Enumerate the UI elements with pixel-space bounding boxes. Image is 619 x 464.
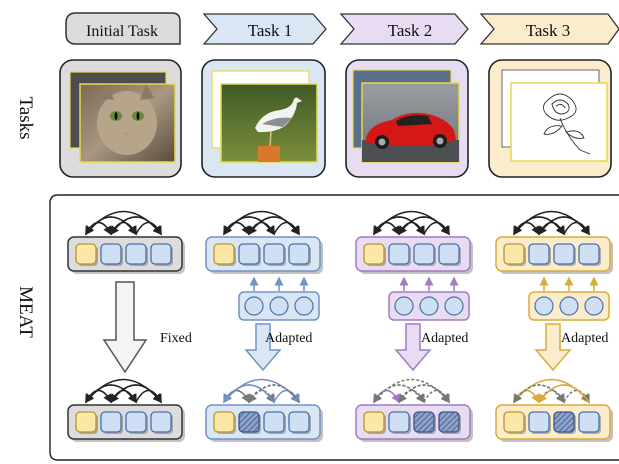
task-1-header: Task 1 (202, 13, 327, 45)
adapted-arrow (534, 323, 572, 372)
cls-token (363, 243, 385, 265)
task-1-card (201, 59, 326, 178)
adapter-unit (584, 296, 604, 316)
patch-token (528, 411, 550, 433)
attention-arc (398, 384, 450, 404)
patch-token (288, 411, 310, 433)
cls-token (75, 243, 97, 265)
attention-arc (373, 216, 425, 236)
patch-token (125, 411, 147, 433)
adapter-unit (394, 296, 414, 316)
attention-arc (538, 389, 565, 404)
task-2-card (345, 59, 469, 178)
patch-token (553, 243, 575, 265)
task-2-label: Task 2 (388, 21, 433, 40)
seagull-image (220, 83, 318, 163)
attention-arc (273, 389, 300, 404)
red-car-image (361, 82, 460, 163)
attention-arc (110, 216, 162, 236)
attention-arc (538, 384, 590, 404)
patch-token (528, 243, 550, 265)
task-3-label: Task 3 (526, 21, 571, 40)
adapter-unit (559, 296, 579, 316)
meat-row-label: MEAT (15, 286, 36, 338)
attention-arc (513, 384, 565, 404)
patch-token (578, 411, 600, 433)
patch-token (150, 411, 172, 433)
initial-task-label: Initial Task (86, 23, 158, 40)
task-3-card (488, 59, 612, 178)
adapter-unit (444, 296, 464, 316)
meat-frame (49, 194, 619, 461)
patch-token (388, 411, 410, 433)
attention-arc (513, 216, 565, 236)
attention-arc (398, 216, 450, 236)
initial-task-header: Initial Task (65, 12, 181, 45)
patch-token (438, 243, 460, 265)
patch-token (388, 243, 410, 265)
fixed-arrow (102, 281, 148, 374)
attention-arc (423, 389, 450, 404)
cls-token (363, 411, 385, 433)
patch-token (578, 243, 600, 265)
patch-token (100, 243, 122, 265)
adapter-unit (244, 296, 264, 316)
cat-image (79, 83, 176, 163)
attention-arc (248, 216, 300, 236)
adapter-unit (534, 296, 554, 316)
cls-token (75, 411, 97, 433)
adapted-label-task-3: Adapted (561, 331, 608, 346)
task-3-header: Task 3 (479, 13, 619, 45)
attention-arc (223, 216, 275, 236)
cls-token (213, 243, 235, 265)
attention-arc (223, 384, 275, 404)
adapted-label-task-1: Adapted (265, 331, 312, 346)
task-1-label: Task 1 (248, 21, 293, 40)
attention-arc (248, 384, 300, 404)
attention-arc (110, 384, 162, 404)
attention-arc (538, 216, 590, 236)
adapter-unit (269, 296, 289, 316)
cls-token (503, 411, 525, 433)
attention-arc (85, 216, 137, 236)
cls-token (503, 243, 525, 265)
fixed-label: Fixed (160, 331, 192, 346)
attention-arc (398, 389, 425, 404)
attention-arc (85, 384, 137, 404)
adapted-label-task-2: Adapted (421, 331, 468, 346)
task-2-header: Task 2 (339, 13, 469, 45)
rose-sketch-image (510, 82, 608, 162)
masked-token (413, 411, 435, 433)
adapter-unit (294, 296, 314, 316)
masked-token (553, 411, 575, 433)
adapted-arrow (244, 323, 282, 372)
patch-token (150, 243, 172, 265)
patch-token (100, 411, 122, 433)
patch-token (238, 243, 260, 265)
patch-token (413, 243, 435, 265)
tasks-row-label: Tasks (15, 96, 36, 139)
attention-arc (373, 384, 425, 404)
patch-token (263, 243, 285, 265)
adapter-unit (419, 296, 439, 316)
patch-token (263, 411, 285, 433)
masked-token (438, 411, 460, 433)
initial-task-card (59, 59, 182, 178)
masked-token (238, 411, 260, 433)
adapted-arrow (394, 323, 432, 372)
patch-token (288, 243, 310, 265)
cls-token (213, 411, 235, 433)
patch-token (125, 243, 147, 265)
